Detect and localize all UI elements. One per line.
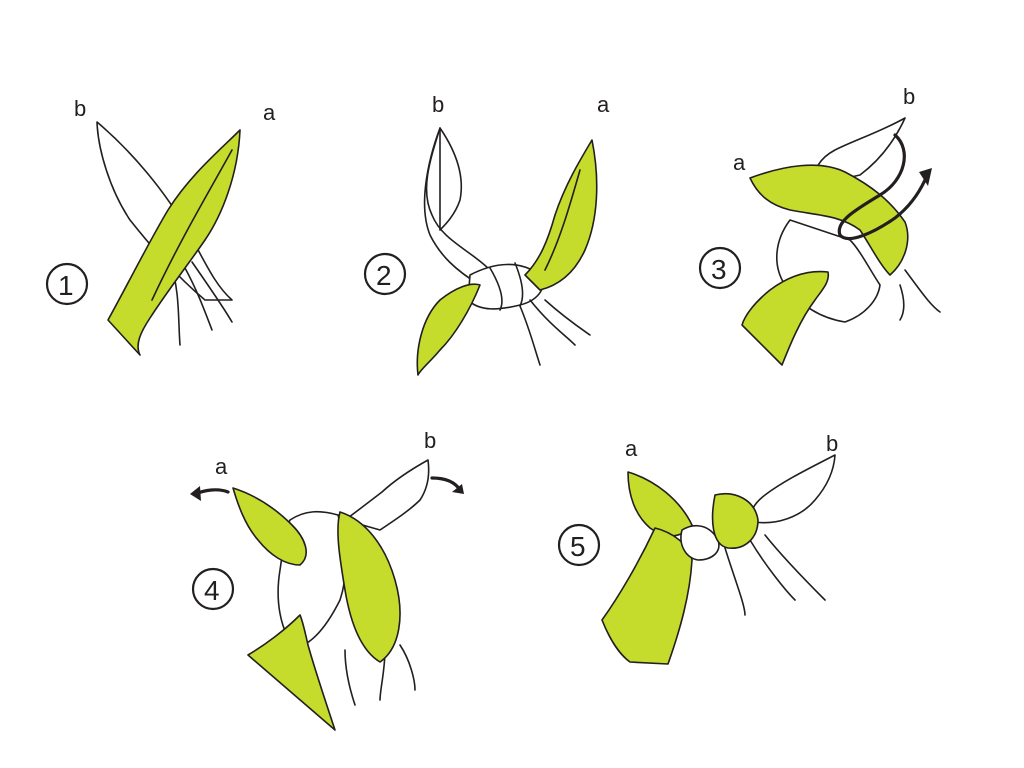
pull-arrowhead-left (190, 486, 201, 501)
loop-arrow (837, 133, 927, 241)
step-number-ring (363, 252, 407, 296)
scarf-end-b (750, 454, 836, 524)
scarf-end-lower (416, 283, 481, 376)
knot-white (680, 524, 720, 561)
scarf-end-b (344, 459, 430, 531)
step-digit: 3 (711, 254, 727, 285)
pull-arrowhead-right (452, 484, 464, 494)
step-5: a b 5 (557, 431, 838, 665)
step-4: a b 4 (190, 428, 464, 731)
label-end-b: b (826, 431, 838, 456)
knot-green (711, 493, 759, 549)
scarf-wrap (337, 511, 401, 663)
fold-line (151, 149, 233, 301)
step-3: b a 3 (698, 84, 941, 366)
step-digit: 2 (376, 260, 392, 291)
label-end-b: b (432, 92, 444, 117)
step-number-ring (698, 246, 742, 290)
step-number-ring (191, 567, 235, 611)
fold-lines (899, 269, 941, 321)
pull-arrow-right (430, 476, 462, 492)
label-end-a: a (263, 100, 276, 125)
label-end-a: a (625, 436, 638, 461)
knot-line (489, 262, 524, 311)
scarf-end-a (107, 129, 241, 356)
step-digit: 4 (204, 575, 220, 606)
step-2: b a 2 (363, 92, 610, 376)
knot-twist (467, 263, 544, 310)
scarf-end-a (524, 139, 598, 291)
label-end-a: a (597, 92, 610, 117)
label-end-b: b (903, 84, 915, 109)
step-digit: 1 (58, 270, 74, 301)
label-end-a: a (733, 150, 746, 175)
step-digit: 5 (570, 531, 586, 562)
scarf-end-a (232, 487, 307, 566)
scarf-end-b-flap (439, 127, 463, 231)
step-number-ring (557, 523, 601, 567)
scarf-end-lower (741, 270, 830, 366)
scarf-end-lower (601, 527, 693, 665)
scarf-end-a (749, 164, 909, 276)
step-number-ring (45, 262, 89, 306)
label-end-a: a (215, 454, 228, 479)
step-1: b a ① 1 (45, 96, 276, 356)
scarf-end-lower (247, 614, 336, 731)
label-end-b: b (74, 96, 86, 121)
fold-lines (724, 534, 826, 616)
fold-line (544, 169, 581, 271)
loop-arrowhead (919, 168, 932, 186)
fold-lines (519, 299, 591, 366)
label-end-b: b (424, 428, 436, 453)
scarf-end-a (627, 471, 693, 537)
